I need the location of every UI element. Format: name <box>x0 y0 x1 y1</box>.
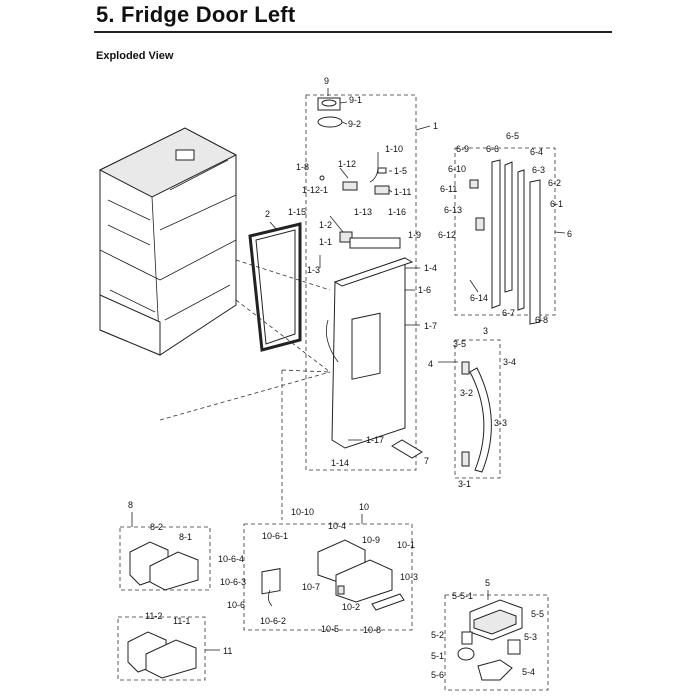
door-assembly-frame <box>305 94 417 471</box>
group-6-frame <box>454 147 556 316</box>
callout-1-7: 1-7 <box>424 321 437 331</box>
callout-2: 2 <box>265 209 270 219</box>
callout-8-2: 8-2 <box>150 522 163 532</box>
callout-10-1: 10-1 <box>397 540 415 550</box>
callout-5-6: 5-6 <box>431 670 444 680</box>
callout-6-12: 6-12 <box>438 230 456 240</box>
callout-6-5: 6-5 <box>506 131 519 141</box>
callout-1-3: 1-3 <box>307 265 320 275</box>
callout-6-8: 6-8 <box>535 315 548 325</box>
callout-1-11: 1-11 <box>394 187 411 197</box>
door-bin-11 <box>127 631 197 679</box>
callout-10-3: 10-3 <box>400 572 418 582</box>
callout-10-2: 10-2 <box>342 602 360 612</box>
door-bin-8 <box>129 541 199 591</box>
group-8-frame <box>119 526 211 591</box>
callout-5-4: 5-4 <box>522 667 535 677</box>
callout-4: 4 <box>428 359 433 369</box>
callout-5-5: 5-5 <box>531 609 544 619</box>
callout-1-5: 1-5 <box>394 166 407 176</box>
page-title: 5. Fridge Door Left <box>96 2 296 27</box>
callout-10-6-4: 10-6-4 <box>218 554 244 564</box>
callout-11: 11 <box>223 646 232 656</box>
callout-5-5-1: 5-5-1 <box>452 591 473 601</box>
door-gasket: 2 <box>248 209 302 352</box>
callout-7: 7 <box>424 456 429 466</box>
group-5-frame <box>444 594 549 691</box>
callout-6-13: 6-13 <box>444 205 462 215</box>
callout-1-17: 1-17 <box>366 435 384 445</box>
callout-6-1: 6-1 <box>550 199 563 209</box>
callout-6-9: 6-9 <box>456 144 469 154</box>
callout-8-1: 8-1 <box>179 532 192 542</box>
callout-6-10: 6-10 <box>448 164 466 174</box>
callout-1-9: 1-9 <box>408 230 421 240</box>
callout-5-2: 5-2 <box>431 630 444 640</box>
callout-9: 9 <box>324 76 329 86</box>
callout-1-2: 1-2 <box>319 220 332 230</box>
door-panel <box>325 257 420 449</box>
callout-10: 10 <box>359 502 369 512</box>
callout-11-1: 11-1 <box>173 616 190 626</box>
callout-9-1: 9-1 <box>349 95 362 105</box>
callout-8: 8 <box>128 500 133 510</box>
callout-1-16: 1-16 <box>388 207 406 217</box>
callout-10-6-2: 10-6-2 <box>260 616 286 626</box>
callout-1-12-1: 1-12-1 <box>302 185 328 195</box>
fridge-cabinet <box>98 127 238 356</box>
dispenser-assembly-5 <box>457 599 523 681</box>
callout-6-11: 6-11 <box>440 184 457 194</box>
callout-1-4: 1-4 <box>424 263 437 273</box>
callout-6-6: 6-6 <box>486 144 499 154</box>
callout-10-5: 10-5 <box>321 624 339 634</box>
callout-1: 1 <box>433 121 438 131</box>
title-underline <box>94 31 612 33</box>
door-handle <box>438 361 492 473</box>
callout-1-8: 1-8 <box>296 162 309 172</box>
callout-1-14: 1-14 <box>331 458 349 468</box>
section-subtitle: Exploded View <box>96 50 174 62</box>
callout-10-6-3: 10-6-3 <box>220 577 246 587</box>
callout-1-6: 1-6 <box>418 285 431 295</box>
group-10-frame <box>243 523 413 631</box>
callout-6-3: 6-3 <box>532 165 545 175</box>
callout-1-12: 1-12 <box>338 159 356 169</box>
callout-3-4: 3-4 <box>503 357 516 367</box>
callout-6-4: 6-4 <box>530 147 543 157</box>
callout-6-2: 6-2 <box>548 178 561 188</box>
callout-1-10: 1-10 <box>385 144 403 154</box>
callout-10-8: 10-8 <box>363 625 381 635</box>
callout-1-15: 1-15 <box>288 207 306 217</box>
callout-5: 5 <box>485 578 490 588</box>
callout-10-7: 10-7 <box>302 582 320 592</box>
callout-10-10: 10-10 <box>291 507 314 517</box>
callout-6-7: 6-7 <box>502 308 515 318</box>
callout-3: 3 <box>483 326 488 336</box>
callout-6: 6 <box>567 229 572 239</box>
callout-10-6-1: 10-6-1 <box>262 531 288 541</box>
callout-10-4: 10-4 <box>328 521 346 531</box>
door-part-7: 7 <box>391 439 429 466</box>
callout-3-3: 3-3 <box>494 418 507 428</box>
callout-6-14: 6-14 <box>470 293 488 303</box>
callout-1-1: 1-1 <box>319 237 332 247</box>
callout-5-1: 5-1 <box>431 651 444 661</box>
callout-11-2: 11-2 <box>145 611 162 621</box>
callout-9-2: 9-2 <box>348 119 361 129</box>
callout-3-2: 3-2 <box>460 388 473 398</box>
callout-3-1: 3-1 <box>458 479 471 489</box>
group-3-frame <box>454 339 501 479</box>
callout-1-13: 1-13 <box>354 207 372 217</box>
door-cap: 9 9-1 9-2 <box>317 76 362 129</box>
door-bin-10 <box>261 539 405 611</box>
callout-10-9: 10-9 <box>362 535 380 545</box>
callout-10-6: 10-6 <box>227 600 245 610</box>
group-11-frame <box>117 616 206 681</box>
callout-5-3: 5-3 <box>524 632 537 642</box>
door-trim-strips <box>469 159 541 325</box>
callout-3-5: 3-5 <box>453 339 466 349</box>
